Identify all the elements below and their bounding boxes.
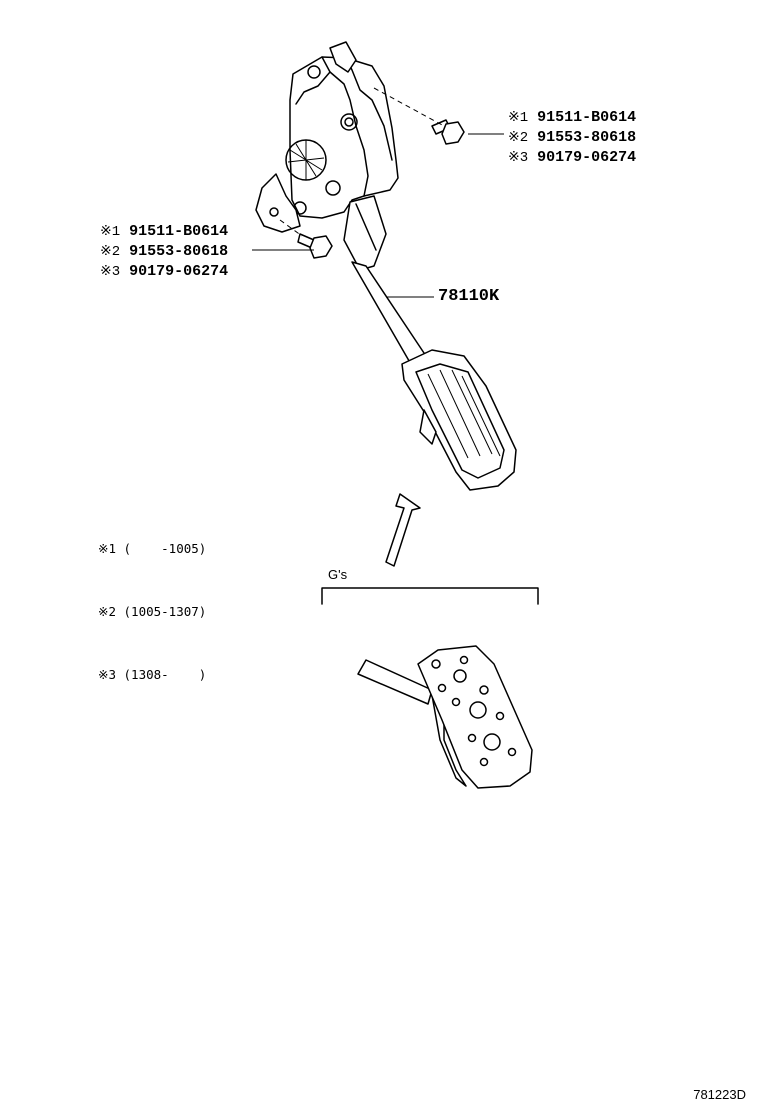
callout-upper-row-2: ※2 91553-80618 xyxy=(508,128,636,148)
variant-mark: ※3 xyxy=(100,264,121,280)
variant-mark: ※3 xyxy=(508,150,529,166)
mount-line-upper xyxy=(373,87,445,127)
variant-mark: ※2 xyxy=(508,130,529,146)
callout-lower-row-1: ※1 91511-B0614 xyxy=(100,222,228,242)
pedal-assembly-label[interactable]: 78110K xyxy=(438,287,500,306)
pedal-bracket-housing xyxy=(255,41,399,233)
variant-mark: ※2 xyxy=(100,244,121,260)
legend-item: ※3 (1308- ) xyxy=(98,667,207,682)
part-number[interactable]: 91553-80618 xyxy=(537,129,637,146)
callout-lower-row-3: ※3 90179-06274 xyxy=(100,262,228,282)
mount-line-lower xyxy=(279,219,303,237)
part-number[interactable]: 91511-B0614 xyxy=(537,109,637,126)
pedal-pad xyxy=(401,349,517,491)
gs-pedal xyxy=(357,645,533,789)
variant-mark: ※1 xyxy=(508,110,529,126)
diagram-code: 781223D xyxy=(693,1087,746,1102)
callout-lower: ※1 91511-B0614 ※2 91553-80618 ※3 90179-0… xyxy=(100,222,228,282)
part-number[interactable]: 91511-B0614 xyxy=(129,223,229,240)
part-number[interactable]: 90179-06274 xyxy=(537,149,637,166)
callout-upper-row-1: ※1 91511-B0614 xyxy=(508,108,636,128)
pedal-arm xyxy=(343,195,427,367)
callout-upper-row-3: ※3 90179-06274 xyxy=(508,148,636,168)
variant-bracket xyxy=(321,587,539,605)
part-number[interactable]: 90179-06274 xyxy=(129,263,229,280)
variant-arrow xyxy=(385,493,421,567)
callout-upper: ※1 91511-B0614 ※2 91553-80618 ※3 90179-0… xyxy=(508,108,636,168)
variant-mark: ※1 xyxy=(100,224,121,240)
bolt-lower xyxy=(297,233,333,259)
callout-lower-row-2: ※2 91553-80618 xyxy=(100,242,228,262)
variant-legend: ※1 ( -1005) ※2 (1005-1307) ※3 (1308- ) xyxy=(98,496,206,706)
bolt-upper xyxy=(431,119,465,145)
legend-item: ※2 (1005-1307) xyxy=(98,604,207,619)
legend-item: ※1 ( -1005) xyxy=(98,541,207,556)
variant-label: G's xyxy=(328,567,348,582)
part-number[interactable]: 91553-80618 xyxy=(129,243,229,260)
